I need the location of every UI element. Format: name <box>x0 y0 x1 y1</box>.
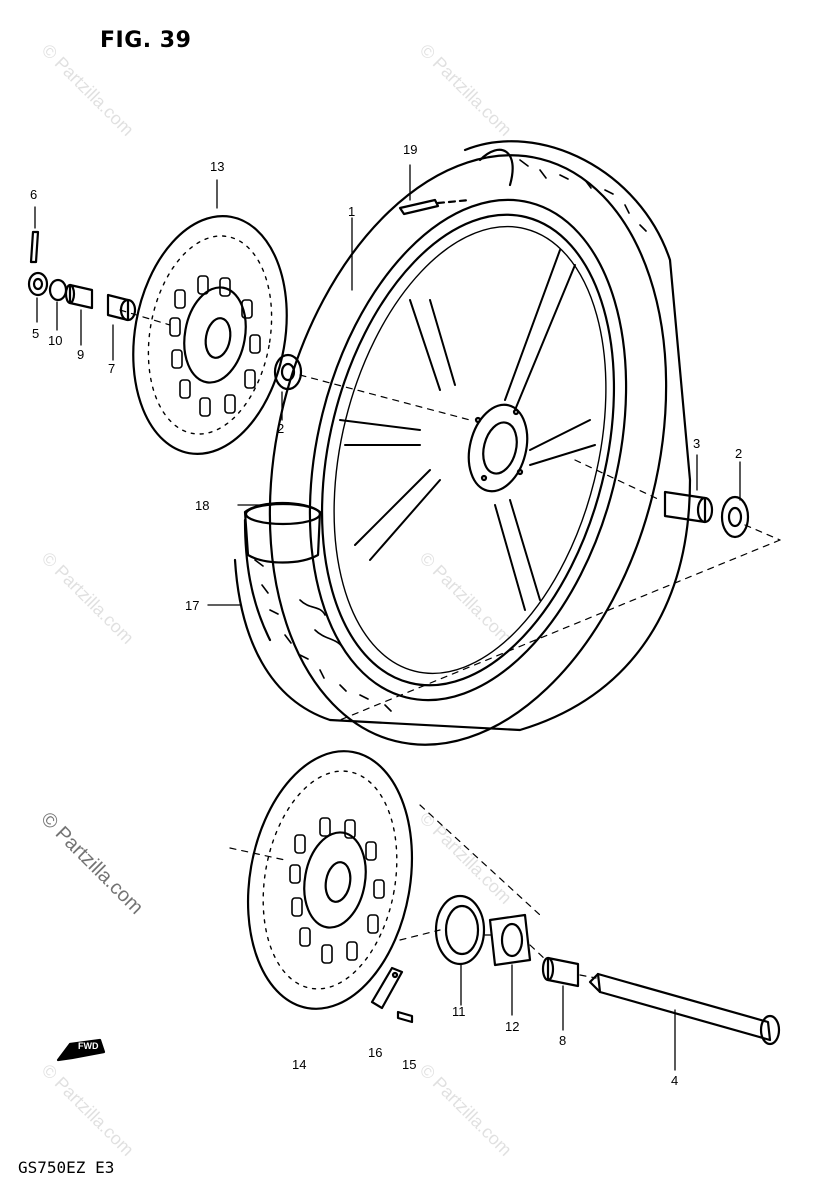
tread-pattern <box>254 159 647 712</box>
callout-14: 14 <box>292 1057 307 1072</box>
callout-4: 4 <box>671 1073 679 1088</box>
tube <box>243 501 322 564</box>
model-code: GS750EZ E3 <box>18 1158 115 1177</box>
spacer-9 <box>64 283 94 310</box>
callout-1: 1 <box>348 204 356 219</box>
leader-lines <box>34 164 741 1071</box>
collar-7 <box>106 293 137 322</box>
callout-13: 13 <box>210 159 225 174</box>
axle-4 <box>588 972 781 1046</box>
bearing-right <box>720 495 750 539</box>
wheel-spokes <box>339 249 596 611</box>
bolt-15 <box>396 1010 414 1024</box>
callout-11: 11 <box>452 1004 466 1019</box>
callout-7: 7 <box>108 361 116 376</box>
bracket-16 <box>370 966 404 1010</box>
bearing-left <box>273 353 303 391</box>
brake-disc-lower <box>246 750 414 1010</box>
callout-16: 16 <box>368 1045 383 1060</box>
brake-disc-upper <box>132 215 288 455</box>
valve <box>398 198 472 216</box>
callout-17: 17 <box>185 598 200 613</box>
spacer-8 <box>541 956 580 988</box>
tire <box>233 140 692 746</box>
callout-9: 9 <box>77 347 85 362</box>
forward-marker-label: FWD <box>78 1041 99 1051</box>
forward-arrow <box>56 1038 106 1062</box>
callout-8: 8 <box>559 1033 567 1048</box>
callout-10: 10 <box>48 333 63 348</box>
nut-5 <box>27 271 49 297</box>
callout-3: 3 <box>693 436 701 451</box>
callout-15: 15 <box>402 1057 417 1072</box>
alignment-lines <box>119 309 781 979</box>
washer-10 <box>48 278 68 302</box>
callout-18: 18 <box>195 498 210 513</box>
bolt-6 <box>29 230 40 264</box>
spacer-3 <box>663 490 714 524</box>
callout-5: 5 <box>32 326 40 341</box>
gear-12 <box>488 913 532 967</box>
callout-19: 19 <box>403 142 418 157</box>
callout-2: 2 <box>277 421 285 436</box>
wheel-hub <box>467 403 529 493</box>
callout-6: 6 <box>30 187 38 202</box>
callout-2: 2 <box>735 446 743 461</box>
callout-12: 12 <box>505 1019 520 1034</box>
seal-11 <box>434 894 486 966</box>
figure-title: FIG. 39 <box>100 28 192 53</box>
rim <box>308 198 628 702</box>
